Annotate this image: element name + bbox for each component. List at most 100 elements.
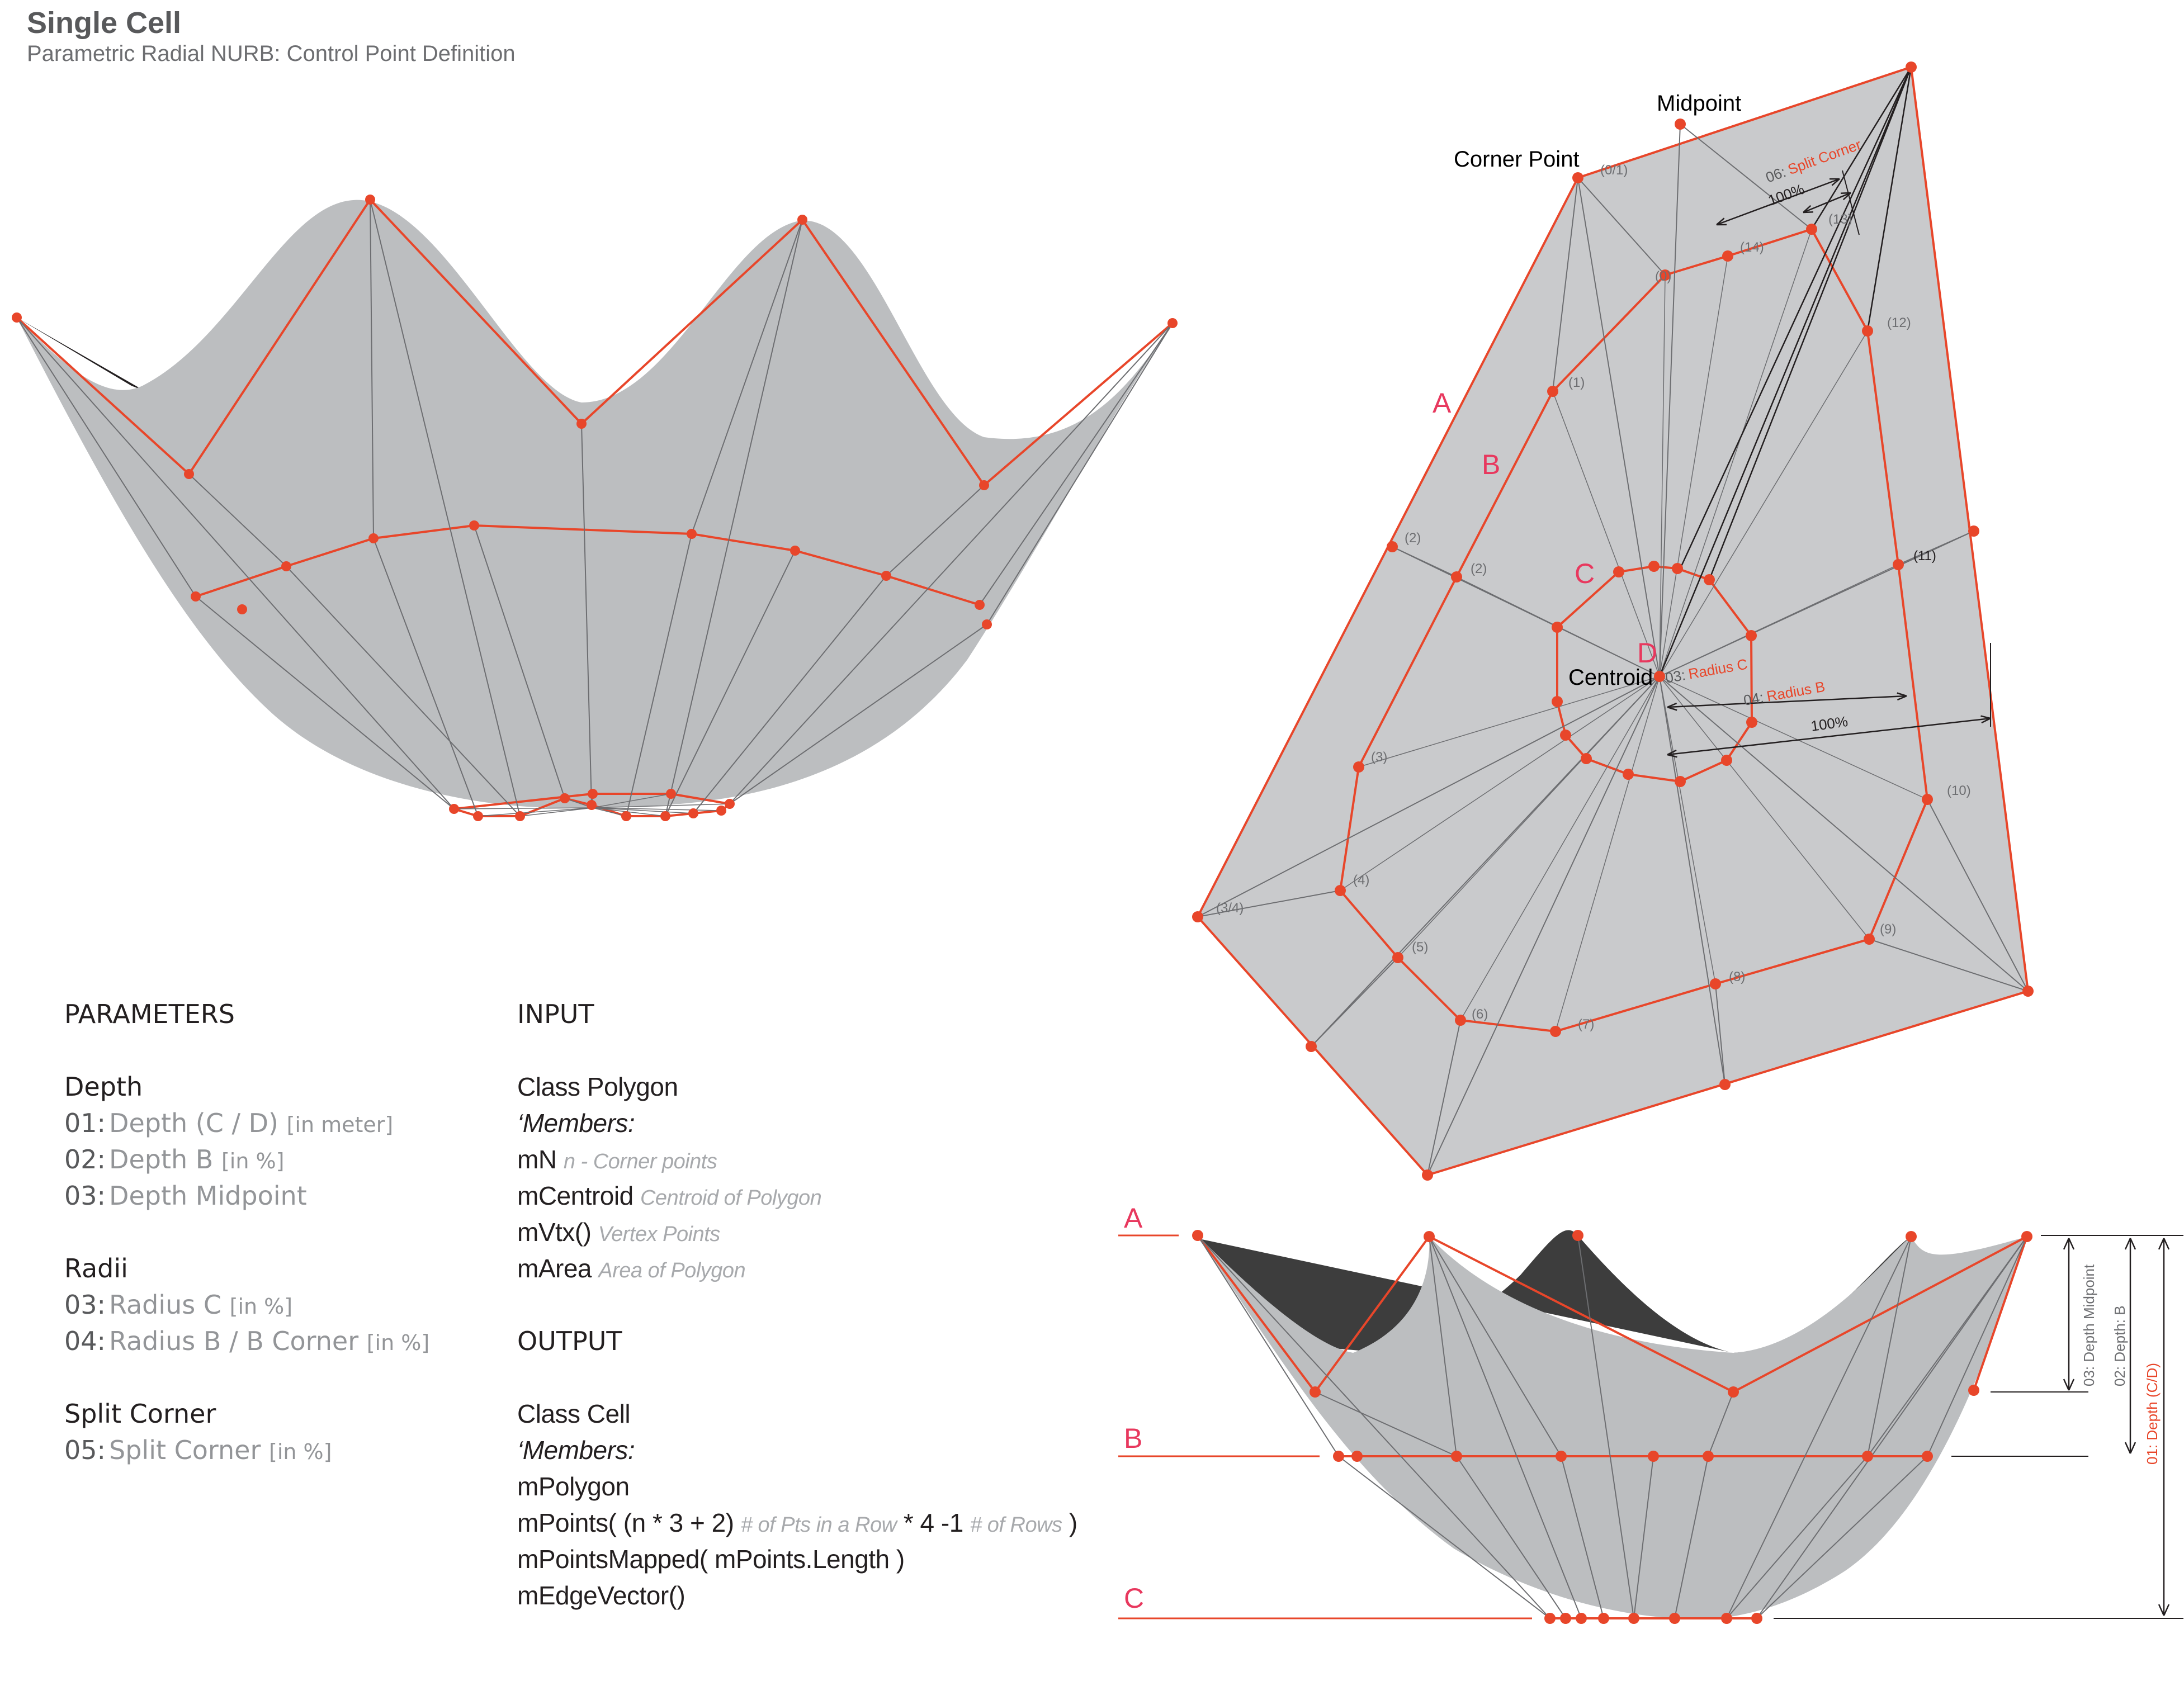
control-point: [1424, 1231, 1435, 1242]
control-point: [660, 811, 670, 821]
section-grid-line: [1197, 1235, 1339, 1457]
control-point: [1310, 1386, 1321, 1398]
index-label: (9): [1880, 922, 1896, 937]
control-point: [1922, 794, 1933, 805]
radius-b-dimension: [1667, 706, 1677, 711]
radius-b-num: 04:: [1742, 689, 1765, 709]
control-point: [1704, 574, 1715, 585]
plan-grid-line: [1555, 676, 1660, 1032]
radius-b-dimension: [1667, 695, 1907, 708]
control-point: [1353, 761, 1364, 773]
radius-dimension: [1980, 715, 1991, 719]
section-grid-line: [1429, 1236, 1582, 1619]
control-point: [1192, 1230, 1203, 1241]
persp-grid-line: [453, 807, 593, 809]
section-grid-line: [1867, 1236, 1912, 1457]
control-point: [975, 600, 985, 610]
radius-b-dimension: [1897, 695, 1907, 701]
control-point: [587, 800, 597, 810]
control-point: [1544, 1613, 1556, 1624]
plan-split-line: [1679, 67, 1912, 569]
control-points: [12, 61, 2034, 1624]
plan-grid-line: [1552, 177, 1578, 392]
plan-grid-line: [1397, 676, 1660, 958]
plan-grid-line: [1659, 255, 1728, 677]
persp-grid-line: [370, 199, 374, 539]
param-row: 04:Radius B / B Corner [in %]: [64, 1326, 430, 1356]
section-dark-surface: [1197, 1230, 1912, 1353]
member-row: mN n - Corner points: [517, 1145, 717, 1174]
depth-cd-label: 01: Depth (C/D): [2144, 1363, 2161, 1465]
depth-cd-dimension: [2163, 1604, 2170, 1616]
persp-surface: [17, 200, 1174, 808]
persp-grid-line: [478, 807, 593, 817]
persp-grid-line: [195, 596, 455, 809]
param-row: 03:Depth Midpoint: [64, 1181, 307, 1211]
control-point: [1451, 1451, 1462, 1462]
plan-grid-line: [1197, 676, 1660, 917]
radius-b-dimension: [1667, 702, 1677, 708]
plan-grid-line: [1659, 676, 1928, 800]
control-point: [1335, 885, 1346, 896]
corner-point-label: Corner Point: [1454, 147, 1580, 172]
section-grid-line: [1561, 1456, 1604, 1619]
control-point: [687, 529, 697, 539]
depth-heading: Depth: [64, 1072, 143, 1102]
input-heading: INPUT: [517, 999, 594, 1029]
persp-grid-line: [665, 550, 796, 817]
control-point: [1648, 561, 1660, 572]
radii-heading: Radii: [64, 1253, 128, 1284]
control-point: [790, 546, 800, 556]
output-class: Class Cell: [517, 1399, 631, 1428]
depth-midpoint-dimension: [2068, 1238, 2075, 1250]
output-heading: OUTPUT: [517, 1326, 622, 1356]
control-point: [716, 806, 726, 816]
index-label: (10): [1947, 783, 1971, 798]
control-point: [1598, 1613, 1609, 1624]
radius-dimension: [1667, 717, 1991, 756]
control-point: [1623, 769, 1634, 780]
persp-grid-line: [16, 317, 455, 809]
radius-dimension: [1981, 717, 1991, 724]
plan-ring-b: [1339, 228, 1929, 1033]
control-point: [1654, 671, 1665, 682]
plan-grid-line: [1340, 676, 1660, 891]
midpoint-label: Midpoint: [1657, 91, 1741, 116]
control-point: [1703, 1451, 1714, 1462]
control-point: [881, 571, 891, 581]
control-point: [621, 811, 631, 821]
control-point: [365, 195, 375, 205]
ring-label-d: D: [1637, 637, 1657, 669]
plan-grid-line: [1659, 124, 1681, 677]
persp-grid-line: [592, 807, 666, 817]
plan-grid-line: [1311, 957, 1398, 1047]
control-point: [1451, 571, 1462, 582]
control-point: [281, 561, 291, 571]
persp-grid-line: [370, 199, 521, 817]
control-point: [666, 789, 676, 799]
plan-grid-line: [1427, 676, 1660, 1176]
radius-dimension: [1667, 754, 1677, 758]
param-row: 03:Radius C [in %]: [64, 1290, 293, 1320]
control-point: [1806, 224, 1817, 235]
control-point: [1648, 1451, 1659, 1462]
control-point: [191, 591, 201, 602]
control-point: [449, 804, 459, 814]
control-point: [1721, 755, 1732, 766]
level-label-a: A: [1124, 1202, 1143, 1234]
control-point: [1862, 325, 1873, 337]
parameters-panel: PARAMETERS Depth 01:Depth (C / D) [in me…: [64, 996, 429, 1469]
control-point: [1746, 717, 1757, 728]
dimension-lines: [1667, 170, 2170, 1616]
control-point: [1906, 61, 1917, 73]
persp-grid-line: [729, 323, 1173, 804]
control-point: [1628, 1613, 1639, 1624]
control-point: [1581, 753, 1592, 764]
control-point: [1572, 1230, 1583, 1241]
member-row: mPolygon: [517, 1472, 630, 1501]
control-point: [1722, 250, 1733, 262]
split-corner-dimension: [1803, 192, 1851, 214]
control-point: [1351, 1451, 1363, 1462]
page-subtitle: Parametric Radial NURB: Control Point De…: [27, 41, 516, 66]
section-grid-line: [1927, 1236, 2027, 1457]
